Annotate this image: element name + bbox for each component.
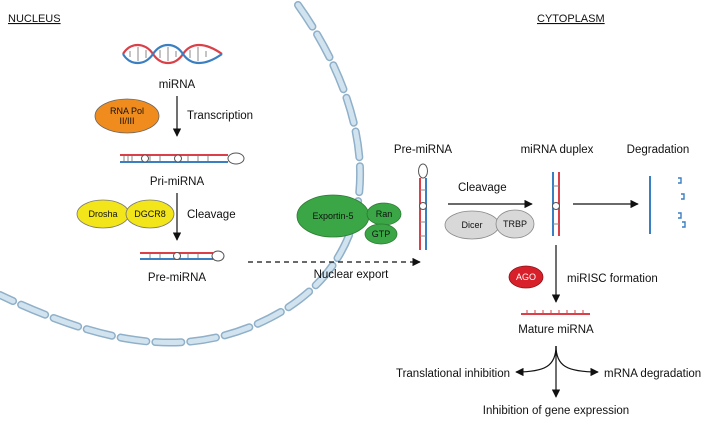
transcription-label: Transcription bbox=[187, 110, 253, 122]
drosha-label: Drosha bbox=[88, 209, 117, 219]
gtp-label: GTP bbox=[372, 229, 391, 239]
trbp-label: TRBP bbox=[503, 219, 527, 229]
mrna-degradation-label: mRNA degradation bbox=[604, 368, 701, 380]
cytoplasm-cleavage-label: Cleavage bbox=[458, 182, 507, 194]
mirna-label: miRNA bbox=[159, 79, 196, 91]
exportin5-label: Exportin-5 bbox=[312, 211, 353, 221]
mature-mirna-label: Mature miRNA bbox=[518, 324, 594, 336]
rna-pol-label: RNA Pol bbox=[110, 106, 144, 116]
pri-mirna-label: Pri-miRNA bbox=[150, 176, 205, 188]
nucleus-header: NUCLEUS bbox=[8, 13, 61, 25]
mature-mirna-icon bbox=[521, 310, 590, 315]
trbp-protein bbox=[495, 209, 535, 239]
ran-label: Ran bbox=[376, 209, 393, 219]
ago-protein bbox=[508, 265, 544, 289]
pre-mirna-cytoplasm-label: Pre-miRNA bbox=[394, 144, 452, 156]
split-arrow-left bbox=[515, 345, 557, 377]
rna-pol-subtype-label: II/III bbox=[119, 116, 134, 126]
degraded-strand-icon bbox=[649, 176, 686, 234]
translational-inhibition-label: Translational inhibition bbox=[396, 368, 510, 380]
cytoplasm-header: CYTOPLASM bbox=[537, 13, 605, 25]
mirna-duplex-icon bbox=[552, 172, 560, 236]
pri-mirna-hairpin-icon bbox=[120, 152, 245, 165]
dna-helix-icon bbox=[122, 43, 223, 65]
nuclear-cleavage-label: Cleavage bbox=[187, 209, 236, 221]
rna-pol-protein bbox=[94, 98, 160, 134]
dgcr8-protein bbox=[125, 199, 175, 229]
pre-mirna-vertical-icon bbox=[418, 163, 428, 250]
dgcr8-label: DGCR8 bbox=[134, 209, 166, 219]
pre-mirna-hairpin-icon bbox=[140, 250, 225, 262]
ago-label: AGO bbox=[516, 272, 536, 282]
pre-mirna-nucleus-label: Pre-miRNA bbox=[148, 272, 206, 284]
dicer-label: Dicer bbox=[461, 220, 482, 230]
degradation-label: Degradation bbox=[627, 144, 690, 156]
mirisc-formation-label: miRISC formation bbox=[567, 273, 658, 285]
nuclear-envelope-fill bbox=[0, 2, 363, 346]
nuclear-export-label: Nuclear export bbox=[314, 269, 390, 281]
gtp-protein bbox=[364, 223, 398, 245]
split-arrow-right bbox=[555, 345, 599, 377]
mirna-duplex-label: miRNA duplex bbox=[521, 144, 594, 156]
gene-expression-inhibition-label: Inhibition of gene expression bbox=[483, 405, 629, 417]
